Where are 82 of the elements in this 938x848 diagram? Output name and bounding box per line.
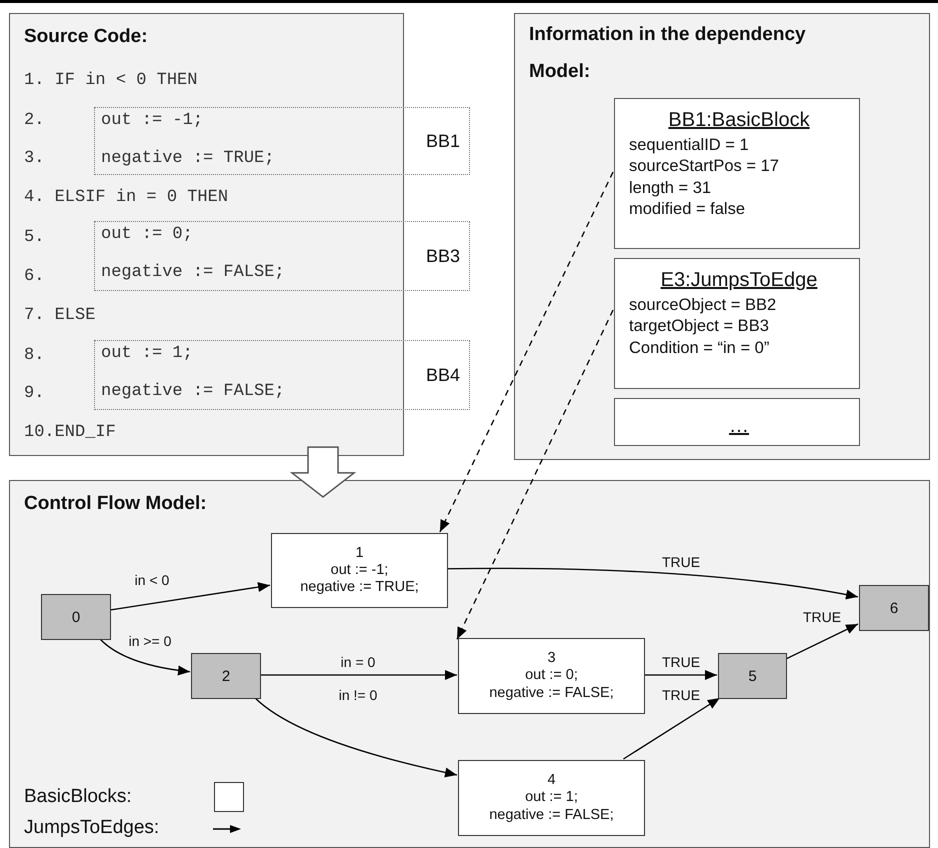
code-line: 10.END_IF — [24, 422, 116, 444]
attribute-line: targetObject = BB3 — [629, 316, 770, 338]
arrow — [254, 698, 458, 778]
node-label: 4 — [547, 772, 556, 790]
arrow — [100, 638, 190, 676]
block-node — [718, 653, 787, 699]
dashed-arrow — [439, 172, 614, 532]
edge-label: in < 0 — [132, 572, 172, 588]
node-label: out := 0; — [525, 667, 578, 685]
panel-heading: Information in the dependency Model: — [529, 23, 807, 84]
arrow — [786, 623, 858, 660]
code-line: 7. ELSE — [24, 305, 96, 327]
attribute-line: modified = false — [629, 199, 746, 220]
block-node — [859, 585, 929, 631]
code-line: 6. — [24, 266, 44, 288]
node-label: 2 — [222, 668, 230, 684]
basic-block-region — [94, 340, 470, 410]
object-title: E3:JumpsToEdge — [660, 268, 818, 293]
block-node — [458, 638, 645, 714]
block-label: BB1 — [426, 131, 460, 152]
code-line: 5. — [24, 227, 44, 249]
node-label: negative := TRUE; — [300, 579, 419, 596]
dashed-arrow — [456, 310, 614, 640]
basic-block-region — [94, 107, 470, 175]
code-line: 2. — [24, 110, 44, 132]
node-label: negative := FALSE; — [489, 806, 614, 824]
code-line: 8. — [24, 345, 44, 367]
arrow — [644, 670, 717, 680]
node-label: 5 — [748, 668, 757, 684]
code-line: 1. IF in < 0 THEN — [24, 70, 198, 92]
attribute-line: sequentialID = 1 — [629, 135, 750, 156]
edge-label: in >= 0 — [126, 633, 174, 649]
object-box — [614, 258, 860, 389]
block-label: BB4 — [426, 365, 460, 386]
node-label: 1 — [355, 544, 364, 562]
edge-label: in = 0 — [338, 654, 378, 670]
edge-label: in != 0 — [336, 687, 380, 703]
arrow — [447, 568, 858, 600]
block-node — [191, 653, 261, 699]
code-line: negative := FALSE; — [101, 381, 285, 403]
code-line: out := 1; — [101, 343, 193, 365]
node-label: 6 — [890, 600, 898, 616]
code-line: 3. — [24, 148, 44, 170]
block-node — [41, 594, 111, 640]
node-label: out := 1; — [525, 789, 578, 807]
node-label: out := -1; — [330, 562, 388, 580]
attribute-line: length = 31 — [629, 178, 712, 199]
node-label: negative := FALSE; — [489, 684, 614, 702]
basic-block-region — [94, 221, 470, 291]
arrow — [623, 697, 720, 760]
edge-label: TRUE — [660, 654, 702, 670]
node-label: 0 — [72, 608, 80, 626]
attribute-line: Condition = “in = 0” — [629, 338, 770, 359]
code-line: negative := TRUE; — [101, 148, 274, 170]
panel-heading: Source Code: — [24, 26, 148, 48]
object-box — [614, 98, 860, 249]
code-line: negative := FALSE; — [101, 262, 285, 284]
dependency-model-panel — [514, 13, 930, 460]
node-label: 3 — [547, 650, 556, 668]
code-line: out := 0; — [101, 224, 193, 246]
legend-label: JumpsToEdges: — [24, 817, 160, 839]
attribute-line: sourceObject = BB2 — [629, 295, 778, 316]
code-line: 9. — [24, 383, 44, 405]
object-title: … — [728, 414, 750, 439]
edge-label: TRUE — [660, 687, 702, 703]
block-arrow — [290, 446, 356, 498]
arrow — [260, 670, 457, 680]
code-line: out := -1; — [101, 110, 204, 132]
legend-label: BasicBlocks: — [24, 786, 132, 808]
block-node — [458, 760, 645, 836]
object-box — [614, 398, 860, 446]
code-line: 4. ELSIF in = 0 THEN — [24, 187, 228, 209]
arrow — [110, 582, 270, 611]
source-code-panel — [9, 13, 404, 456]
block-node — [271, 533, 448, 608]
edge-label: TRUE — [800, 609, 844, 625]
object-title: BB1:BasicBlock — [667, 108, 811, 133]
panel-heading: Control Flow Model: — [24, 493, 207, 515]
attribute-line: sourceStartPos = 17 — [629, 156, 780, 178]
edge-label: TRUE — [660, 554, 702, 570]
block-label: BB3 — [426, 246, 460, 267]
control-flow-panel — [9, 480, 930, 848]
